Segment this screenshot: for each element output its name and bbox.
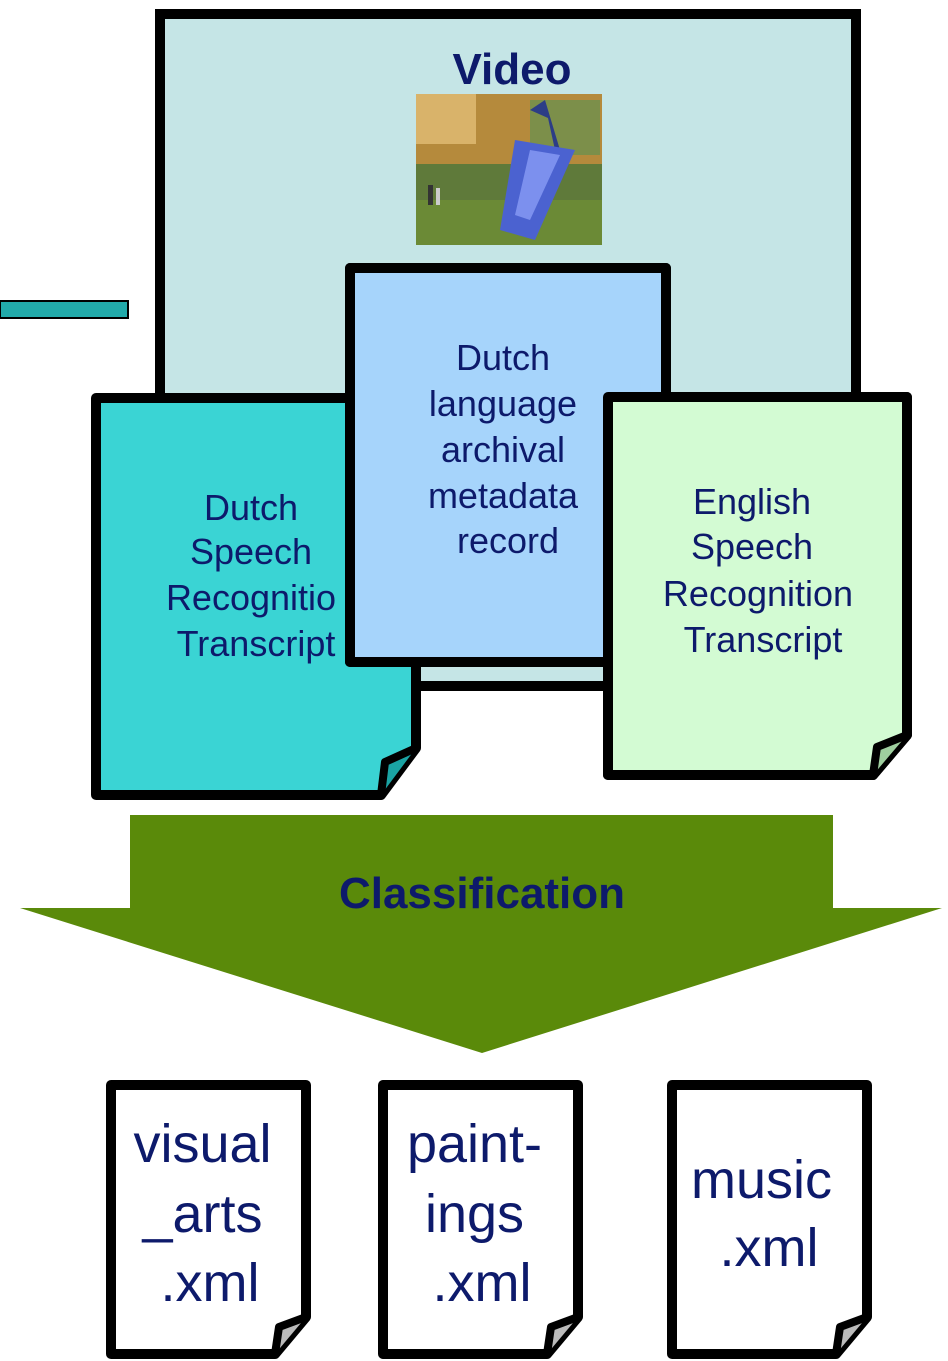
english-transcript-line-3: Recognition <box>663 573 853 614</box>
output-paintings-line-2: ings <box>425 1184 524 1244</box>
dutch-transcript-line-1: Dutch <box>204 487 298 528</box>
dutch-transcript-text: Dutch Speech Recognitio Transcript <box>166 487 346 664</box>
output-visual-arts-line-2: _arts <box>141 1184 262 1244</box>
output-paintings-line-3: .xml <box>433 1253 532 1313</box>
output-doc-paintings <box>378 1080 583 1359</box>
dutch-metadata-line-2: language <box>429 383 577 424</box>
video-thumbnail <box>416 94 602 245</box>
classification-label: Classification <box>339 869 625 918</box>
connector-line <box>0 300 129 319</box>
dutch-transcript-line-2: Speech <box>190 531 312 572</box>
output-visual-arts-line-1: visual <box>133 1114 271 1174</box>
output-music-line-1: music <box>691 1150 832 1210</box>
dutch-metadata-line-5: record <box>457 520 559 561</box>
english-transcript-line-4: Transcript <box>684 619 843 660</box>
dutch-metadata-line-3: archival <box>441 429 565 470</box>
dutch-transcript-line-4: Transcript <box>177 623 336 664</box>
output-visual-arts-line-3: .xml <box>161 1253 260 1313</box>
output-visual-arts-text: visual _arts .xml <box>133 1114 286 1313</box>
dutch-metadata-line-4: metadata <box>428 475 579 516</box>
video-title: Video <box>452 45 571 94</box>
english-transcript-line-2: Speech <box>691 526 813 567</box>
output-paintings-line-1: paint- <box>407 1114 542 1174</box>
dutch-transcript-line-3: Recognitio <box>166 577 336 618</box>
output-music-text: music .xml <box>691 1150 847 1278</box>
dutch-metadata-line-1: Dutch <box>456 337 550 378</box>
output-doc-visual-arts <box>106 1080 311 1359</box>
english-transcript-line-1: English <box>693 481 811 522</box>
english-transcript-doc-front <box>603 392 912 780</box>
output-doc-music <box>667 1080 872 1359</box>
dutch-metadata-text: Dutch language archival metadata record <box>428 337 588 561</box>
output-paintings-text: paint- ings .xml <box>407 1114 557 1313</box>
classification-arrow <box>20 815 942 1053</box>
english-transcript-text: English Speech Recognition Transcript <box>663 481 863 660</box>
output-music-line-2: .xml <box>720 1218 819 1278</box>
